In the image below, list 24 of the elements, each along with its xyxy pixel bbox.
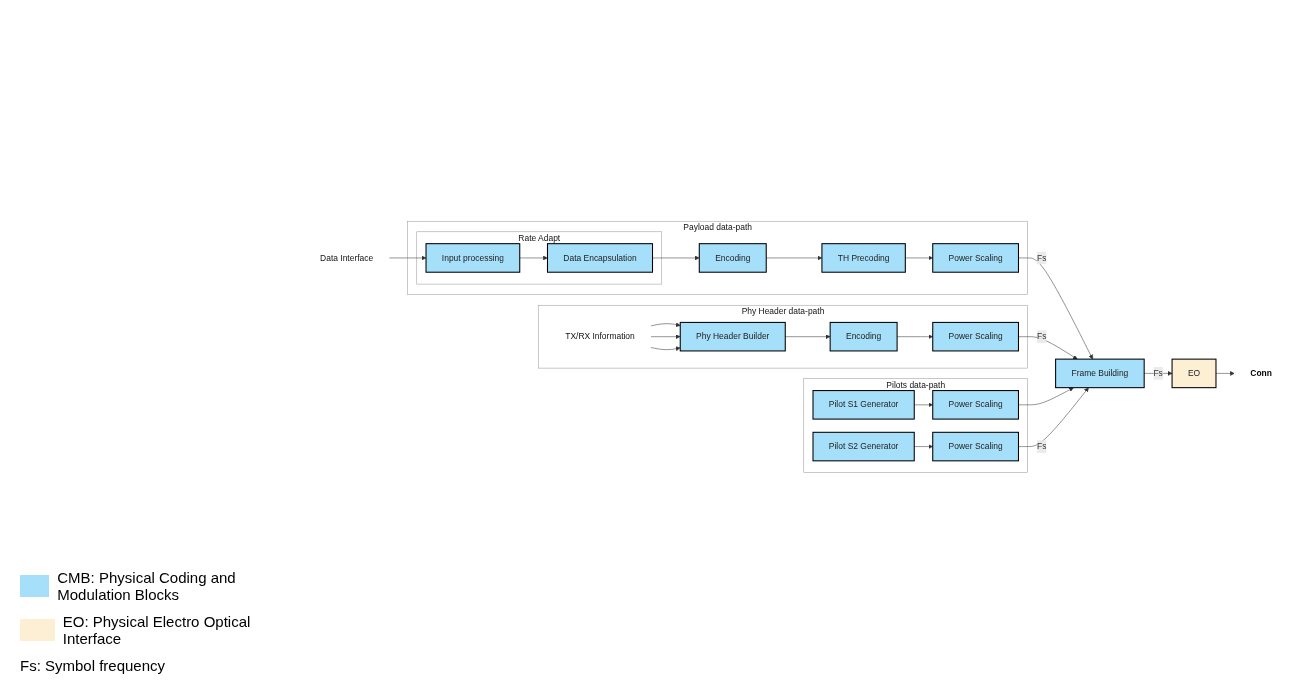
node-box: EO <box>1171 358 1217 389</box>
node-box: Power Scaling <box>932 243 1019 273</box>
node-box: TH Precoding <box>821 243 906 273</box>
node-box: Pilot S1 Generator <box>812 390 915 420</box>
node-box: Input processing <box>425 243 521 273</box>
node-box: Frame Building <box>1055 358 1145 389</box>
node-text: Conn <box>1250 368 1272 378</box>
node-box: Pilot S2 Generator <box>812 431 915 462</box>
node-box: Phy Header Builder <box>679 321 786 352</box>
edge-label: Fs <box>1036 253 1047 263</box>
edge-label: Fs <box>1036 331 1047 341</box>
node-text: Data Interface <box>320 253 374 263</box>
node-box: Encoding <box>698 243 767 273</box>
node-text: TX/RX Information <box>565 331 635 341</box>
node-box: Power Scaling <box>932 431 1019 462</box>
edge-label: Fs <box>1153 368 1163 378</box>
legend-text: CMB: Physical Coding and Modulation Blocks <box>57 569 237 603</box>
legend-text: EO: Physical Electro Optical Interface <box>62 613 252 647</box>
node-box: Power Scaling <box>932 390 1019 420</box>
node-box: Encoding <box>829 321 898 352</box>
node-box: Power Scaling <box>932 321 1019 352</box>
edge-label: Fs <box>1036 441 1047 451</box>
note-text: Fs: Symbol frequency <box>20 657 167 674</box>
node-box: Data Encapsulation <box>546 243 654 273</box>
